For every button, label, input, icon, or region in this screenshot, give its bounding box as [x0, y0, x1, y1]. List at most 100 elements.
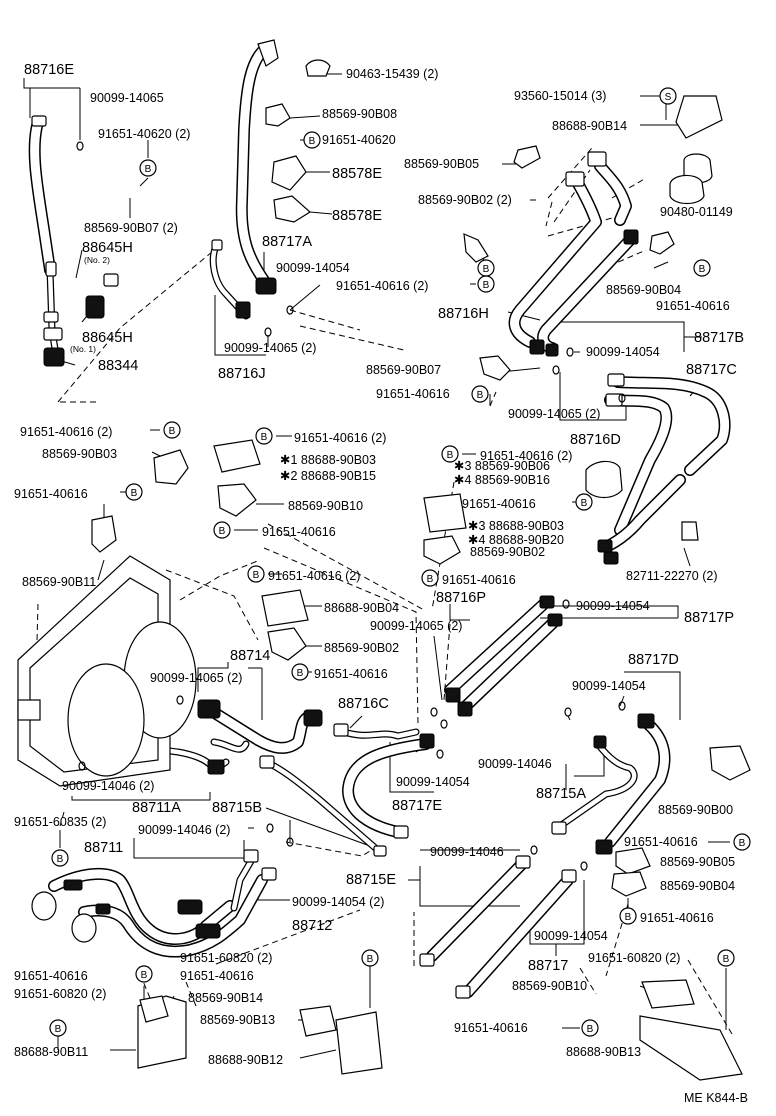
marker-b: B — [441, 445, 459, 463]
label-90099-14065-2-c: 90099-14065 (2) — [370, 619, 462, 633]
label-90099-14065-2-a: 90099-14065 (2) — [224, 341, 316, 355]
label-88578E-b: 88578E — [332, 208, 382, 224]
svg-text:B: B — [57, 854, 64, 865]
label-88569-90B05-a: 88569-90B05 — [404, 157, 479, 171]
reference-markers: B B S B B B B B B B B B B B B B B B B B … — [49, 87, 751, 1037]
label-91651-40616-g: 91651-40616 — [314, 667, 388, 681]
label-88717A: 88717A — [262, 234, 312, 250]
label-88569-90B00: 88569-90B00 — [658, 803, 733, 817]
label-91651-40616-c: 91651-40616 — [262, 525, 336, 539]
svg-text:B: B — [739, 838, 746, 849]
marker-b: B — [139, 159, 157, 177]
label-90099-14054-d: 90099-14054 — [572, 679, 646, 693]
label-88712: 88712 — [292, 918, 332, 934]
marker-b: B — [135, 965, 153, 983]
label-91651-40616-2-e: 91651-40616 (2) — [268, 569, 360, 583]
label-88569-90B05-b: 88569-90B05 — [660, 855, 735, 869]
label-88715B: 88715B — [212, 800, 262, 816]
part-labels: 88716E 90099-14065 91651-40620 (2) 88569… — [14, 62, 748, 1105]
svg-text:B: B — [581, 498, 588, 509]
svg-text:B: B — [447, 450, 454, 461]
label-star1-88688-90B03: ✱1 88688-90B03 — [280, 453, 376, 467]
label-star2-88688-90B15: ✱2 88688-90B15 — [280, 469, 376, 483]
marker-b: B — [247, 565, 265, 583]
label-88569-90B02-2: 88569-90B02 (2) — [418, 193, 512, 207]
label-91651-40616-d: 91651-40616 — [14, 487, 88, 501]
marker-b: B — [717, 949, 735, 967]
label-star4-88569-90B16: ✱4 88569-90B16 — [454, 473, 550, 487]
svg-text:B: B — [587, 1024, 594, 1035]
label-91651-40620: 91651-40620 — [322, 133, 396, 147]
svg-text:B: B — [55, 1024, 62, 1035]
label-88716H: 88716H — [438, 306, 489, 322]
label-88569-90B10: 88569-90B10 — [288, 499, 363, 513]
svg-text:B: B — [261, 432, 268, 443]
label-88717E: 88717E — [392, 798, 442, 814]
marker-b: B — [213, 521, 231, 539]
label-88569-90B13: 88569-90B13 — [200, 1013, 275, 1027]
label-90099-14065-2-d: 90099-14065 (2) — [150, 671, 242, 685]
svg-text:B: B — [297, 668, 304, 679]
label-91651-40616-2-b: 91651-40616 (2) — [20, 425, 112, 439]
svg-text:B: B — [723, 954, 730, 965]
label-88688-90B12: 88688-90B12 — [208, 1053, 283, 1067]
label-90099-14054-a: 90099-14054 — [276, 261, 350, 275]
label-no1: (No. 1) — [70, 344, 96, 354]
svg-text:B: B — [131, 488, 138, 499]
label-88688-90B11: 88688-90B11 — [14, 1045, 88, 1059]
label-88569-90B04-a: 88569-90B04 — [606, 283, 681, 297]
label-88716D: 88716D — [570, 432, 621, 448]
label-88344: 88344 — [98, 358, 138, 374]
label-90099-14054-2: 90099-14054 (2) — [292, 895, 384, 909]
label-91651-40616-f: 91651-40616 — [442, 573, 516, 587]
label-88569-90B02-a: 88569-90B02 — [470, 545, 545, 559]
marker-b: B — [255, 427, 273, 445]
label-88711: 88711 — [84, 840, 123, 856]
label-91651-40616-l: 91651-40616 — [454, 1021, 528, 1035]
svg-text:B: B — [367, 954, 374, 965]
label-90099-14054-f: 90099-14054 — [534, 929, 608, 943]
label-88717P: 88717P — [684, 610, 734, 626]
marker-b: B — [471, 385, 489, 403]
label-90099-14046-2-b: 90099-14046 (2) — [138, 823, 230, 837]
svg-text:B: B — [169, 426, 176, 437]
label-91651-40616-a: 91651-40616 — [656, 299, 730, 313]
label-91651-60820-2-c: 91651-60820 (2) — [588, 951, 680, 965]
label-88717: 88717 — [528, 958, 568, 974]
marker-b: B — [163, 421, 181, 439]
label-90099-14046: 90099-14046 — [478, 757, 552, 771]
label-star4-88688-90B20: ✱4 88688-90B20 — [468, 533, 564, 547]
svg-text:B: B — [141, 970, 148, 981]
label-88716C: 88716C — [338, 696, 389, 712]
marker-b: B — [575, 493, 593, 511]
label-88569-90B11: 88569-90B11 — [22, 575, 96, 589]
label-88569-90B02-b: 88569-90B02 — [324, 641, 399, 655]
marker-b: B — [477, 259, 495, 277]
label-91651-40616-k: 91651-40616 — [180, 969, 254, 983]
label-88716J: 88716J — [218, 366, 266, 382]
parts-shapes — [17, 39, 751, 1081]
label-91651-40616-2-d: 91651-40616 (2) — [480, 449, 572, 463]
label-88578E-a: 88578E — [332, 166, 382, 182]
marker-b: B — [361, 949, 379, 967]
label-90099-14046-b: 90099-14046 — [430, 845, 504, 859]
label-88688-90B14: 88688-90B14 — [552, 119, 627, 133]
label-82711-22270: 82711-22270 (2) — [626, 569, 718, 583]
label-91651-40616-j: 91651-40616 — [14, 969, 88, 983]
marker-b: B — [49, 1019, 67, 1037]
label-91651-60820-2-b: 91651-60820 (2) — [180, 951, 272, 965]
svg-text:B: B — [145, 164, 152, 175]
label-91651-60835-2: 91651-60835 (2) — [14, 815, 106, 829]
label-88569-90B04-b: 88569-90B04 — [660, 879, 735, 893]
marker-b: B — [733, 833, 751, 851]
marker-s: S — [659, 87, 677, 105]
label-91651-40616-2-c: 91651-40616 (2) — [294, 431, 386, 445]
svg-text:B: B — [483, 264, 490, 275]
label-88716E: 88716E — [24, 62, 74, 78]
label-star3-88569-90B06: ✱3 88569-90B06 — [454, 459, 550, 473]
label-88688-90B13: 88688-90B13 — [566, 1045, 641, 1059]
label-91651-40616-b: 91651-40616 — [376, 387, 450, 401]
label-90480-01149: 90480-01149 — [660, 205, 733, 219]
label-88569-90B07-2: 88569-90B07 (2) — [84, 221, 178, 235]
